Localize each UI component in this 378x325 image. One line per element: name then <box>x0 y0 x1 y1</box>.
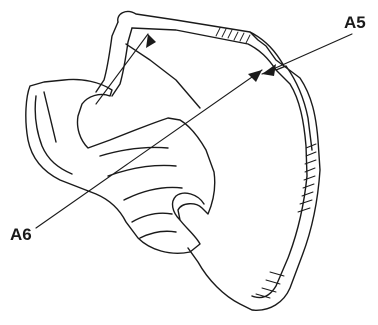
bracket-detail-5 <box>140 231 176 238</box>
bracket-detail-1 <box>100 147 168 156</box>
bracket-outline <box>26 79 215 253</box>
frame-left-arm-inner <box>112 28 132 96</box>
arrowhead-a6 <box>248 70 262 82</box>
arrowhead-a6-secondary <box>146 34 156 48</box>
callout-label-a5: A5 <box>344 14 366 31</box>
callout-label-a6: A6 <box>10 226 32 243</box>
bracket-detail-3 <box>124 188 182 201</box>
frame-left-arm <box>96 22 118 92</box>
bracket-face-2 <box>44 92 56 142</box>
frame-outline <box>118 12 320 311</box>
bracket-detail-4 <box>132 213 172 222</box>
callout-line-a6 <box>36 70 262 228</box>
frame-rim <box>276 66 312 150</box>
callout-line-a6-secondary <box>96 34 148 104</box>
arrowhead-a5 <box>262 64 276 76</box>
frame-left-web <box>126 44 200 108</box>
